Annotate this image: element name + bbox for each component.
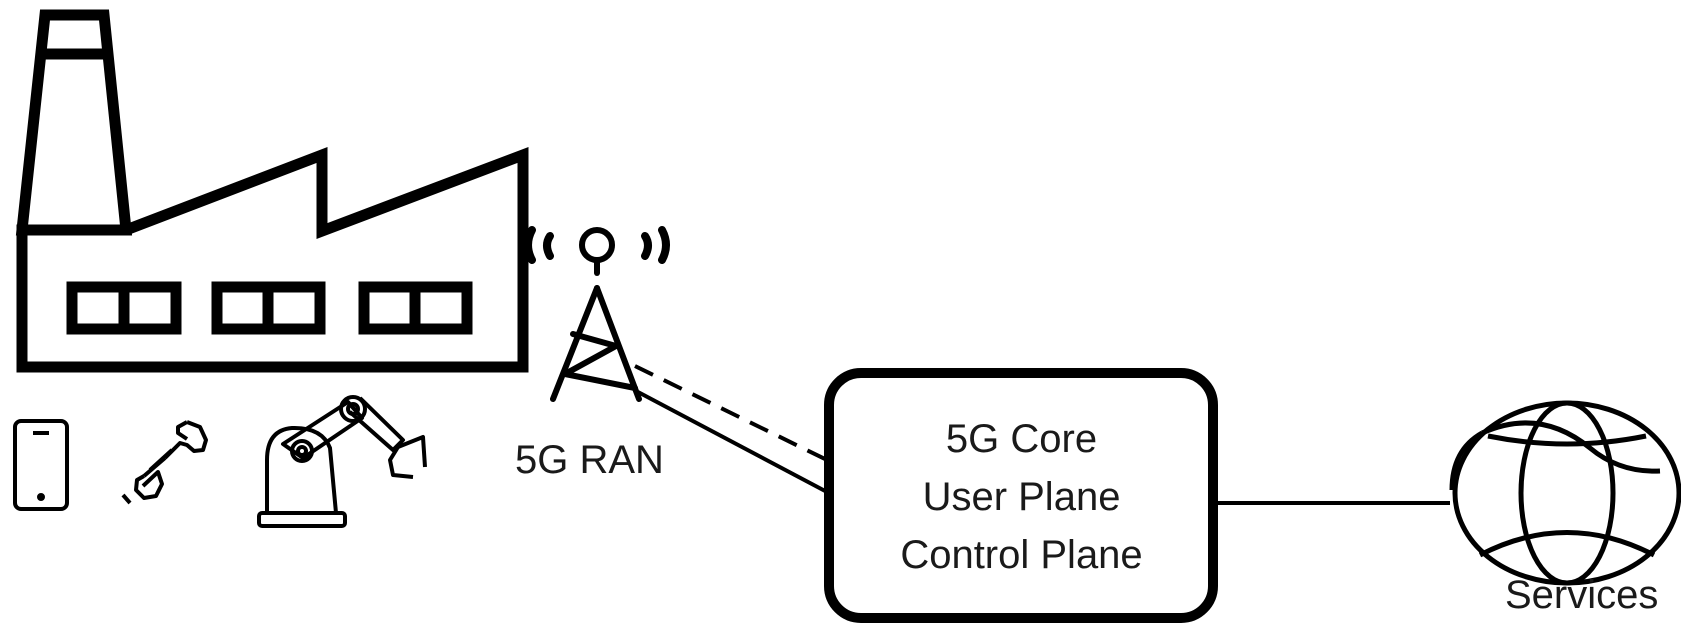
core-box-text: 5G Core User Plane Control Plane — [828, 410, 1215, 584]
cell-tower-icon — [524, 226, 670, 402]
core-control-plane: Control Plane — [900, 533, 1143, 577]
core-user-plane: User Plane — [922, 475, 1121, 519]
robot-arm-icon — [257, 395, 427, 528]
services-label: Services — [1505, 573, 1659, 617]
connection-lines — [634, 364, 1450, 505]
link-ran-core-solid — [637, 390, 828, 494]
ran-label: 5G RAN — [515, 438, 664, 482]
factory-icon — [15, 9, 529, 373]
core-title: 5G Core — [945, 417, 1098, 461]
link-ran-core-dashed — [634, 364, 828, 462]
core-box — [824, 368, 1218, 623]
smartphone-icon — [13, 419, 69, 511]
wrench-icon — [121, 420, 208, 505]
globe-icon — [1449, 400, 1681, 586]
